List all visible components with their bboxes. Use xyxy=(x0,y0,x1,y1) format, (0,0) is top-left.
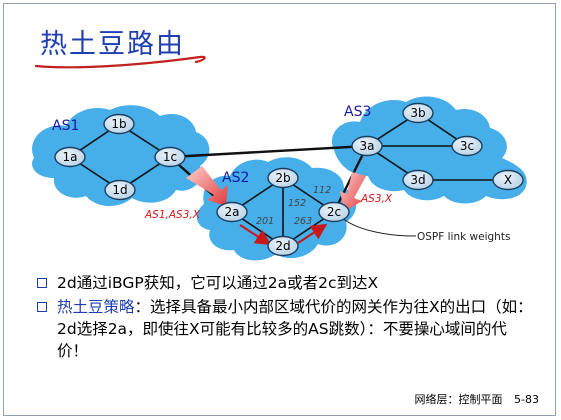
router-1b-label: 1b xyxy=(111,117,126,131)
bullet-item: 2d通过iBGP获知，它可以通过2a或者2c到达X xyxy=(37,272,537,294)
router-3d-label: 3d xyxy=(410,173,425,187)
as1-cloud xyxy=(32,105,210,207)
as3-cloud xyxy=(331,96,527,204)
router-3a-label: 3a xyxy=(360,139,375,153)
router-1c: 1c xyxy=(154,146,186,168)
router-1c-label: 1c xyxy=(163,150,177,164)
slide-footer: 网络层：控制平面 5-83 xyxy=(415,391,539,407)
callout-line xyxy=(341,217,417,237)
callout-label: OSPF link weights xyxy=(417,231,510,243)
router-1d-label: 1d xyxy=(112,183,127,197)
router-2a: 2a xyxy=(216,201,248,223)
router-x: X xyxy=(492,169,524,191)
router-3d: 3d xyxy=(402,169,434,191)
router-2a-label: 2a xyxy=(225,205,240,219)
bullet-text: 热土豆策略：选择具备最小内部区域代价的网关作为往X的出口（如：2d选择2a，即使… xyxy=(57,296,537,362)
weight-2b-2d: 152 xyxy=(288,198,306,209)
title-underline xyxy=(34,55,206,69)
router-3a: 3a xyxy=(351,135,383,157)
bullet-body: ：选择具备最小内部区域代价的网关作为往X的出口（如：2d选择2a，即使往X可能有… xyxy=(57,298,533,360)
as3-label: AS3 xyxy=(344,104,371,120)
as1-label: AS1 xyxy=(52,118,79,134)
as2-label: AS2 xyxy=(222,170,249,186)
advert-arrow-as3 xyxy=(340,172,366,212)
slide-frame xyxy=(3,3,556,416)
advert-as3-label: AS3,X xyxy=(360,193,393,205)
router-2d-label: 2d xyxy=(275,239,290,253)
router-3b-label: 3b xyxy=(410,106,425,120)
router-3c: 3c xyxy=(451,135,483,157)
footer-page-number: 5-83 xyxy=(514,393,539,406)
path-arrow-2d-2c xyxy=(297,223,328,244)
weight-2a-2d: 201 xyxy=(256,216,274,227)
router-3b: 3b xyxy=(402,102,434,124)
router-2b-label: 2b xyxy=(275,171,290,185)
router-3c-label: 3c xyxy=(460,139,474,153)
weight-2d-2c: 263 xyxy=(294,216,312,227)
router-1a: 1a xyxy=(54,146,86,168)
bullet-list: 2d通过iBGP获知，它可以通过2a或者2c到达X 热土豆策略：选择具备最小内部… xyxy=(37,272,537,362)
router-2c: 2c xyxy=(318,201,350,223)
footer-section: 网络层：控制平面 xyxy=(414,393,503,406)
slide-title: 热土豆路由 xyxy=(40,29,185,60)
bullet-marker xyxy=(37,302,47,312)
advert-as1-label: AS1,AS3,X xyxy=(144,209,201,221)
bullet-term: 热土豆策略 xyxy=(57,298,135,316)
path-arrow-2a-2d xyxy=(239,224,272,246)
advert-arrow-as1 xyxy=(186,166,228,206)
bullet-item: 热土豆策略：选择具备最小内部区域代价的网关作为往X的出口（如：2d选择2a，即使… xyxy=(37,296,537,362)
bullet-text: 2d通过iBGP获知，它可以通过2a或者2c到达X xyxy=(57,274,379,292)
router-x-label: X xyxy=(504,173,512,187)
router-1d: 1d xyxy=(104,179,136,201)
router-2b: 2b xyxy=(267,167,299,189)
router-2c-label: 2c xyxy=(327,205,341,219)
router-1a-label: 1a xyxy=(63,150,78,164)
weight-2b-2c: 112 xyxy=(313,185,331,196)
router-2d: 2d xyxy=(267,235,299,257)
router-1b: 1b xyxy=(103,113,135,135)
bullet-marker xyxy=(37,278,47,288)
